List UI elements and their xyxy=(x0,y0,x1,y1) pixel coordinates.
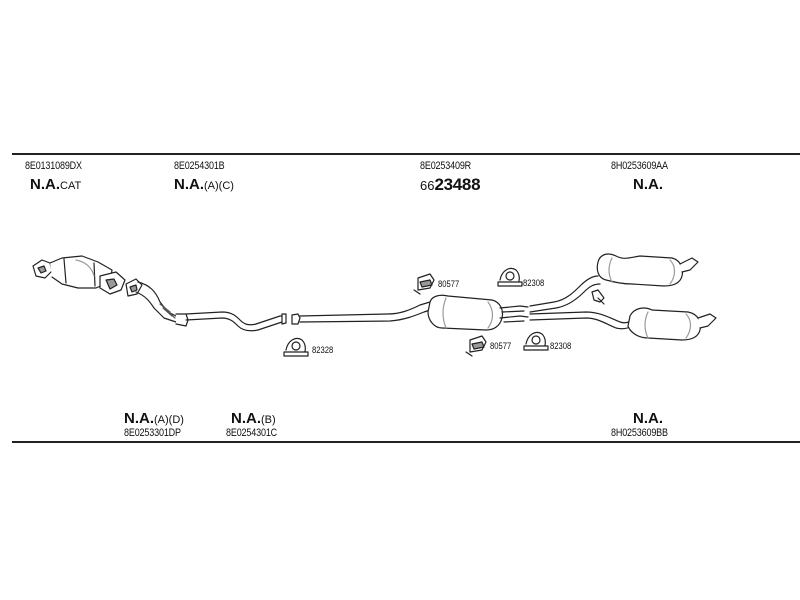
top-divider xyxy=(12,153,800,155)
na-label: N.A. xyxy=(30,176,60,193)
na-suffix: (A)(C) xyxy=(204,180,234,192)
na-suffix: CAT xyxy=(60,180,82,192)
part-status-rear-silencer-upper: N.A. xyxy=(633,176,663,195)
bracket-code-lower[interactable]: 80577 xyxy=(490,341,512,351)
part-code-center-silencer[interactable]: 8E0253409R xyxy=(420,160,472,172)
part-code-rear-silencer-lower[interactable]: 8H0253609BB xyxy=(611,427,668,439)
part-number-center-silencer[interactable]: 6623488 xyxy=(420,175,481,196)
part-status-front-section: N.A.(A)(D) xyxy=(124,410,184,429)
bottom-divider xyxy=(12,441,800,443)
na-label: N.A. xyxy=(124,410,154,427)
middle-pipe[interactable] xyxy=(291,301,431,325)
part-status-middle-pipe: N.A.(B) xyxy=(231,410,276,429)
clamp-82308-lower[interactable] xyxy=(523,331,549,351)
clamp-82308-upper[interactable] xyxy=(497,267,523,287)
clamp-82328[interactable] xyxy=(283,337,309,357)
bracket-80577-upper[interactable] xyxy=(413,273,435,295)
na-label: N.A. xyxy=(633,410,663,427)
bracket-code-upper[interactable]: 80577 xyxy=(438,279,460,289)
part-status-front-pipe: N.A.(A)(C) xyxy=(174,176,234,195)
rear-silencer-lower[interactable] xyxy=(627,307,717,341)
part-code-catalyst[interactable]: 8E0131089DX xyxy=(25,160,82,172)
rear-silencer-upper[interactable] xyxy=(596,253,699,287)
lower-tail-branch[interactable] xyxy=(529,311,637,330)
bracket-80577-lower[interactable] xyxy=(465,335,487,357)
part-number-main: 23488 xyxy=(434,175,481,194)
part-code-rear-silencer-upper[interactable]: 8H0253609AA xyxy=(611,160,668,172)
part-status-catalyst: N.A.CAT xyxy=(30,176,81,195)
clamp-code-lower-right[interactable]: 82308 xyxy=(550,341,572,351)
center-silencer[interactable] xyxy=(427,294,529,331)
na-label: N.A. xyxy=(231,410,261,427)
clamp-code-center[interactable]: 82328 xyxy=(312,345,334,355)
upper-tail-branch[interactable] xyxy=(529,275,605,313)
na-label: N.A. xyxy=(174,176,204,193)
na-suffix: (B) xyxy=(261,414,276,426)
part-code-front-pipe[interactable]: 8E0254301B xyxy=(174,160,225,172)
intermediate-pipe[interactable] xyxy=(185,311,287,332)
front-pipe[interactable] xyxy=(125,278,189,327)
clamp-code-upper-right[interactable]: 82308 xyxy=(523,278,545,288)
part-code-front-section[interactable]: 8E0253301DP xyxy=(124,427,181,439)
na-suffix: (A)(D) xyxy=(154,414,184,426)
na-label: N.A. xyxy=(633,176,663,193)
part-code-middle-pipe[interactable]: 8E0254301C xyxy=(226,427,278,439)
catalytic-converter[interactable] xyxy=(32,255,126,295)
part-number-prefix: 66 xyxy=(420,178,435,193)
part-status-rear-silencer-lower: N.A. xyxy=(633,410,663,429)
